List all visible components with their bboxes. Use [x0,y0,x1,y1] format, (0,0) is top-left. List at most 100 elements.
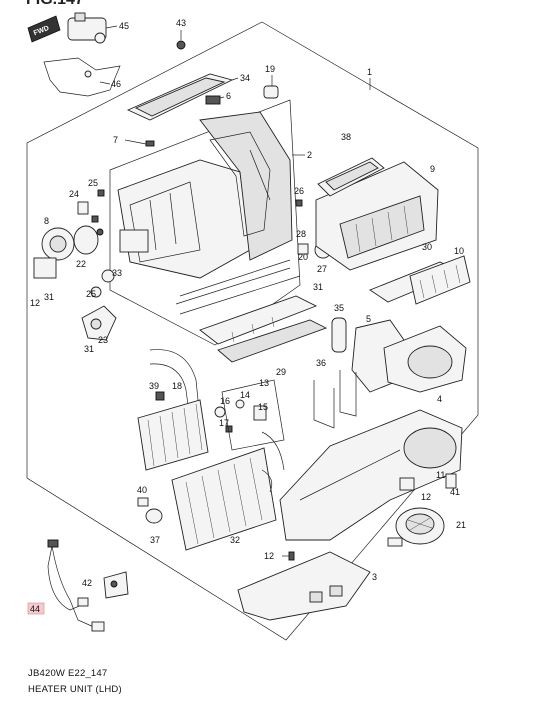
part-37-grommet [145,508,163,524]
callout-17: 17 [219,418,229,428]
part-18-heater-pipes [149,349,201,421]
callout-23: 23 [98,335,108,345]
callout-14: 14 [240,390,250,400]
callout-3: 3 [372,572,377,582]
callout-45: 45 [119,21,129,31]
callout-42: 42 [82,578,92,588]
callout-8: 8 [44,216,49,226]
callout-12-right: 12 [421,492,431,502]
callout-2: 2 [307,150,312,160]
part-4-lower-case [279,409,463,541]
callout-19: 19 [265,64,275,74]
callout-6: 6 [226,91,231,101]
callout-43: 43 [176,18,186,28]
callout-22: 22 [76,259,86,269]
part-43-grommet [176,30,186,50]
callout-25-top: 25 [88,178,98,188]
part-10-filter [409,255,471,305]
part-41-bracket [445,473,457,489]
part-33-link [90,269,115,298]
forward-direction-badge: FWD [27,15,61,43]
callout-7: 7 [113,135,118,145]
callout-12-lower: 12 [264,551,274,561]
part-2-heater-case [117,111,293,279]
callout-38: 38 [341,132,351,142]
callout-33: 33 [112,268,122,278]
part-16-oring [214,406,226,418]
callout-26: 26 [294,186,304,196]
part-9-upper-case [315,161,439,271]
callout-27: 27 [317,264,327,274]
part-45-valve [67,12,118,44]
callout-39: 39 [149,381,159,391]
callout-31-left: 31 [44,292,54,302]
callout-32: 32 [230,535,240,545]
part-23-actuator [81,305,117,341]
part-46-bracket [43,57,121,97]
figure-code: JB420W E22_147 [28,668,108,679]
part-19-cap [263,75,279,99]
callout-11: 11 [436,470,445,480]
part-24-sensor [77,201,89,215]
part-20-link-rods [175,259,301,315]
callout-16: 16 [220,396,230,406]
part-15-valve [253,405,267,421]
callout-4: 4 [437,394,442,404]
callout-9: 9 [430,164,435,174]
part-34-duct [126,73,239,121]
part-36-pipe [313,370,357,429]
part-6-clip [205,95,225,105]
callout-46: 46 [111,79,121,89]
callout-24: 24 [69,189,79,199]
part-21-blower-motor [387,507,445,547]
part-heater-core [137,399,209,471]
callout-5: 5 [366,314,371,324]
assembly-outline [26,21,479,641]
callout-labels: 1 2 3 4 5 6 7 8 9 10 11 12 12 12 13 14 1… [27,18,466,615]
part-42-bracket [103,571,129,599]
callout-30: 30 [422,242,432,252]
part-39-clip [155,391,165,401]
figure-title-cropped: FIG.147 [26,0,84,9]
callout-41: 41 [450,487,460,497]
part-8-actuator [33,227,75,279]
part-3-lower-tray [237,551,371,621]
part-40-clip [137,497,149,507]
callout-12-left: 12 [30,298,40,308]
highlight-44 [27,602,45,615]
callout-15: 15 [258,402,268,412]
callout-34: 34 [240,73,250,83]
callout-21: 21 [456,520,466,530]
callout-20: 20 [298,252,308,262]
callout-37: 37 [150,535,160,545]
part-38-seal [317,157,385,197]
part-29-damper [199,295,328,363]
figure-caption: HEATER UNIT (LHD) [28,684,122,695]
callout-44: 44 [30,604,40,614]
callout-31-right: 31 [313,282,323,292]
part-blower-housing [383,325,467,393]
part-12-screw [282,551,295,561]
callout-35: 35 [334,303,344,313]
part-25-screws [91,189,105,223]
callout-28: 28 [296,229,306,239]
callout-1: 1 [367,67,372,77]
part-14-oring [235,399,245,409]
part-11-resistor [399,477,415,491]
part-32-evaporator [171,447,277,551]
part-22-lever [73,225,104,255]
part-13-box [221,379,285,471]
part-44-wire-harness [47,539,105,632]
part-28-clip [297,243,309,255]
part-26-screw [295,199,303,207]
callout-18: 18 [172,381,182,391]
callout-40: 40 [137,485,147,495]
callout-25-low: 25 [86,289,96,299]
callout-29: 29 [276,367,286,377]
part-35-duct [331,317,347,353]
callout-13: 13 [259,378,269,388]
callout-31-mid: 31 [84,344,94,354]
callout-36: 36 [316,358,326,368]
callout-10: 10 [454,246,464,256]
